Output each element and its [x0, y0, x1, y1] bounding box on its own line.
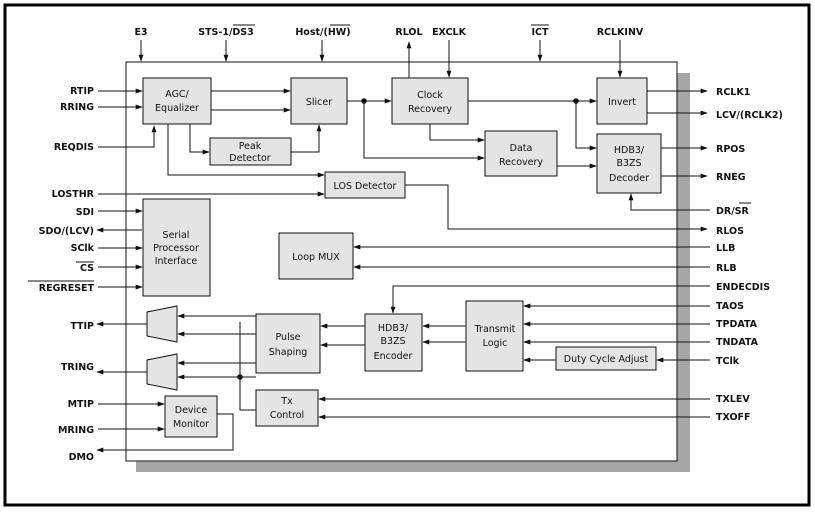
serial-processor-label-3: Interface [155, 256, 198, 267]
data-recovery-block: Data Recovery [484, 130, 558, 177]
duty-cycle-block: Duty Cycle Adjust [555, 346, 657, 371]
peak-detector-block: Peak Detector [209, 137, 292, 166]
duty-cycle-label: Duty Cycle Adjust [564, 354, 649, 365]
transmit-logic-label-1: Transmit [474, 324, 516, 335]
pulse-shaping-block: Pulse Shaping [255, 313, 321, 374]
pin-txoff: TXOFF [716, 412, 751, 423]
pulse-shaping-label-2: Shaping [269, 347, 308, 358]
rx-decoder-label-3: Decoder [609, 173, 649, 184]
pin-mring: MRING [58, 425, 94, 436]
rx-decoder-block: HDB3/ B3ZS Decoder [596, 133, 662, 194]
chip-body [125, 61, 678, 462]
clock-recovery-label-2: Recovery [408, 104, 452, 115]
pin-rlb: RLB [716, 263, 737, 274]
pin-tpdata: TPDATA [716, 319, 758, 330]
pin-regreset: REGRESET [39, 283, 95, 294]
los-detector-block: LOS Detector [324, 171, 406, 199]
serial-processor-block: Serial Processor Interface [142, 198, 211, 297]
left-pins: RTIP RRING REQDIS LOSTHR SDI SDO/(LCV) S… [28, 86, 95, 463]
device-monitor-label-2: Monitor [173, 419, 209, 430]
pin-endecdis: ENDECDIS [716, 282, 770, 293]
los-detector-label: LOS Detector [334, 181, 397, 192]
pin-dr-sr: DR/SR [716, 206, 750, 217]
slicer-block: Slicer [290, 77, 348, 125]
pin-rlos: RLOS [716, 226, 744, 237]
agc-equalizer-block: AGC/ Equalizer [142, 77, 212, 125]
pin-rring: RRING [60, 102, 94, 113]
pin-taos: TAOS [716, 301, 744, 312]
serial-processor-label-2: Processor [153, 243, 199, 254]
tx-control-label-1: Tx [280, 396, 293, 407]
pin-exclk: EXCLK [432, 27, 467, 38]
pin-reqdis: REQDIS [54, 142, 94, 153]
pin-sdi: SDI [76, 207, 94, 218]
slicer-label: Slicer [306, 97, 332, 108]
data-recovery-label-1: Data [510, 143, 533, 154]
transmit-logic-block: Transmit Logic [465, 300, 524, 372]
rx-decoder-label-1: HDB3/ [614, 145, 645, 156]
clock-recovery-label-1: Clock [417, 90, 443, 101]
top-pins: E3 STS-1/DS3 Host/(HW) RLOL EXCLK ICT RC… [134, 24, 644, 62]
pin-host-hw: Host/(HW) [295, 27, 350, 38]
pin-sts1-ds3: STS-1/DS3 [198, 27, 254, 38]
ttip-driver-triangle [146, 305, 178, 343]
pin-rclkinv: RCLKINV [597, 27, 644, 38]
pin-sclk: SClk [71, 243, 95, 254]
tx-control-block: Tx Control [255, 389, 319, 427]
transmit-logic-label-2: Logic [483, 338, 508, 349]
clock-recovery-block: Clock Recovery [391, 77, 469, 125]
pin-tring: TRING [61, 362, 94, 373]
pin-rpos: RPOS [716, 144, 745, 155]
pin-mtip: MTIP [68, 399, 94, 410]
tx-encoder-label-1: HDB3/ [378, 323, 409, 334]
tx-encoder-block: HDB3/ B3ZS Encoder [364, 313, 423, 372]
tx-encoder-label-3: Encoder [374, 351, 413, 362]
data-recovery-label-2: Recovery [499, 157, 543, 168]
pin-rtip: RTIP [70, 86, 94, 97]
device-monitor-block: Device Monitor [164, 395, 218, 438]
signal-wires [96, 40, 710, 453]
pin-ict: ICT [532, 27, 550, 38]
agc-label-1: AGC/ [165, 89, 189, 100]
serial-processor-label-1: Serial [163, 230, 190, 241]
pin-lcv-rclk2: LCV/(RCLK2) [716, 110, 783, 121]
pin-rclk1: RCLK1 [716, 87, 750, 98]
pin-llb: LLB [716, 243, 735, 254]
pin-tclk: TClk [716, 356, 740, 367]
peak-detector-label-2: Detector [229, 153, 270, 164]
tx-control-label-2: Control [270, 410, 304, 421]
pin-ttip: TTIP [70, 321, 94, 332]
loop-mux-block: Loop MUX [278, 232, 354, 280]
pin-e3: E3 [134, 27, 147, 38]
peak-detector-label-1: Peak [239, 141, 262, 152]
pin-tndata: TNDATA [716, 337, 759, 348]
agc-label-2: Equalizer [155, 103, 199, 114]
tring-driver-triangle [146, 353, 178, 391]
pin-sdo-lcv: SDO/(LCV) [39, 226, 94, 237]
tx-encoder-label-2: B3ZS [380, 336, 405, 347]
pin-cs: CS [80, 263, 94, 274]
pin-rneg: RNEG [716, 172, 746, 183]
pin-losthr: LOSTHR [52, 189, 95, 200]
rx-decoder-label-2: B3ZS [616, 158, 641, 169]
invert-label: Invert [608, 97, 636, 108]
invert-block: Invert [596, 77, 648, 125]
right-pins: RCLK1 LCV/(RCLK2) RPOS RNEG DR/SR RLOS L… [716, 87, 783, 423]
device-monitor-label-1: Device [175, 405, 208, 416]
pin-rlol: RLOL [395, 27, 422, 38]
pin-txlev: TXLEV [716, 394, 750, 405]
pin-dmo: DMO [69, 452, 94, 463]
loop-mux-label: Loop MUX [292, 252, 340, 263]
pulse-shaping-label-1: Pulse [275, 332, 300, 343]
